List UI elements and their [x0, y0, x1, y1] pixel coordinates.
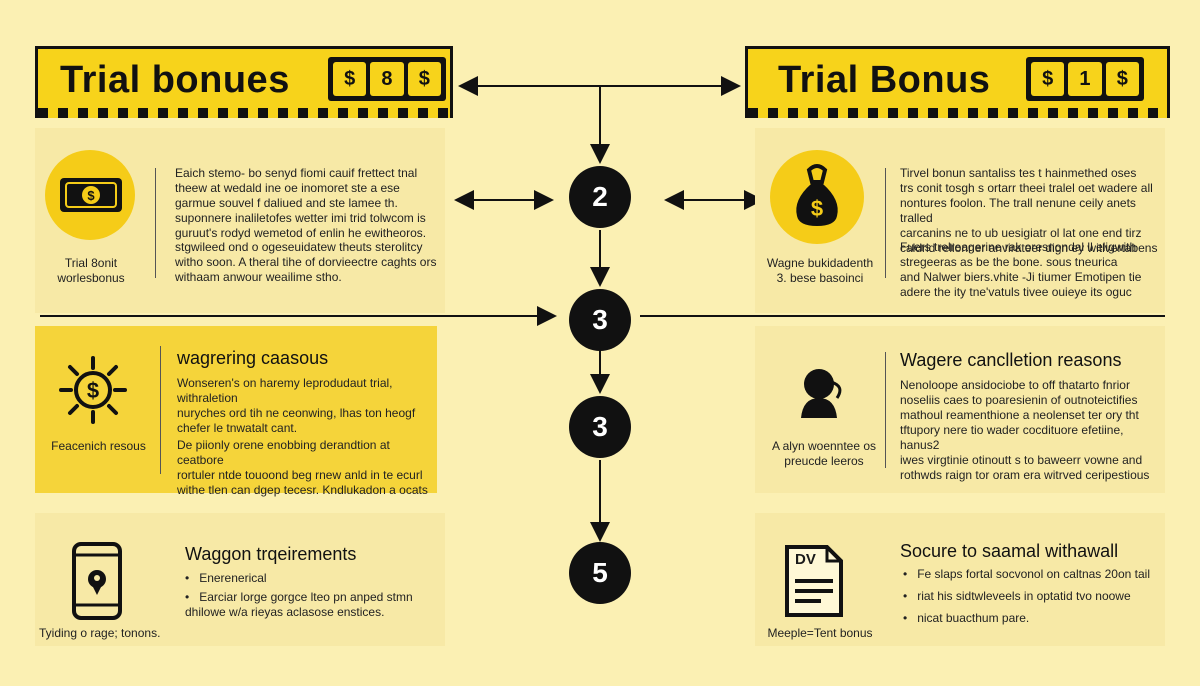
panel-title: Wagere canclletion reasons [900, 350, 1122, 370]
panel-top-left: $ Trial 8onit worlesbonus Eaich stemo- b… [35, 128, 445, 313]
badge-cell: $ [407, 62, 441, 96]
panel-caption: Trial 8onit worlesbonus [57, 256, 125, 285]
divider [155, 168, 156, 278]
bullet-list: Enerenerical Earciar lorge gorgce lteo p… [185, 569, 440, 620]
panel-bottom-left: Tyiding o rage; tonons. Waggon trqeireme… [35, 513, 445, 646]
cash-icon: $ [60, 178, 122, 212]
badge-cell: 1 [1068, 62, 1102, 96]
right-banner-badge: $ 1 $ [1026, 57, 1144, 101]
flow-node: 2 [569, 166, 631, 228]
panel-caption: Tyiding o rage; tonons. [39, 626, 161, 640]
bullet-item: Earciar lorge gorgce lteo pn anped stmn … [185, 590, 440, 620]
flow-node: 3 [569, 396, 631, 458]
badge-cell: $ [1031, 62, 1065, 96]
divider [885, 168, 886, 278]
banner-dashes [748, 108, 1167, 118]
left-banner: Trial bonues $ 8 $ [35, 46, 453, 118]
panel-caption: Wagne bukidadenth 3. bese basoinci [766, 256, 874, 285]
panel-caption: Meeple=Tent bonus [767, 626, 873, 640]
panel-bottom-right: DV Meeple=Tent bonus Socure to saamal wi… [755, 513, 1165, 646]
panel-top-right: $ Wagne bukidadenth 3. bese basoinci Tir… [755, 128, 1165, 313]
bullet-item: nicat buacthum pare. [903, 609, 1161, 627]
panel-mid-left: $ Feacenich resous wagrering caasous Won… [35, 326, 437, 497]
panel-body: Eaich stemo- bo senyd fiomi cauif frette… [175, 166, 427, 240]
document-icon [785, 545, 843, 617]
panel-caption: Feacenich resous [51, 439, 146, 453]
panel-caption: A alyn woenntee os preucde leeros [771, 439, 877, 468]
panel-body-2: stgwileed ond o ogeseuidatew theuts ster… [175, 240, 437, 284]
document-label: DV [795, 551, 816, 568]
bullet-item: riat his sidtwleveels in optatid tvo noo… [903, 587, 1161, 605]
person-icon [801, 369, 842, 418]
panel-body: Nenoloope ansidociobe to off thatarto fn… [900, 378, 1150, 482]
flow-node: 3 [569, 289, 631, 351]
right-banner: Trial Bonus $ 1 $ [745, 46, 1170, 118]
panel-body: Tirvel bonun santaliss tes t hainmethed … [900, 166, 1158, 255]
divider [885, 352, 886, 468]
left-banner-badge: $ 8 $ [328, 57, 446, 101]
panel-title: wagrering caasous [177, 348, 329, 368]
flow-node: 5 [569, 542, 631, 604]
banner-dashes [38, 108, 450, 118]
panel-mid-right: A alyn woenntee os preucde leeros Wagere… [755, 326, 1165, 493]
panel-title: Socure to saamal withawall [900, 541, 1119, 561]
svg-text:$: $ [87, 378, 99, 403]
right-banner-title: Trial Bonus [778, 59, 991, 101]
panel-body-2: De piionly orene enobbing derandtion at … [177, 438, 428, 497]
bullet-item: Enerenerical [185, 569, 440, 587]
left-banner-title: Trial bonues [60, 59, 290, 101]
badge-cell: $ [1105, 62, 1139, 96]
bullet-list: Fe slaps fortal socvonol on caltnas 20on… [903, 565, 1161, 627]
badge-cell: $ [333, 62, 367, 96]
panel-title: Waggon trqeirements [185, 544, 357, 564]
bullet-item: Fe slaps fortal socvonol on caltnas 20on… [903, 565, 1161, 583]
svg-text:$: $ [811, 196, 823, 221]
sun-dollar-icon: $ [59, 356, 127, 424]
panel-body: Wonseren's on haremy leprodudaut trial, … [177, 376, 416, 435]
money-bag-icon: $ [796, 164, 838, 226]
phone-icon [72, 542, 122, 620]
badge-cell: 8 [370, 62, 404, 96]
divider [160, 346, 161, 474]
panel-body-2: Fuers trelreagerine rak oresnondal ll el… [900, 240, 1142, 299]
svg-text:$: $ [87, 188, 95, 203]
